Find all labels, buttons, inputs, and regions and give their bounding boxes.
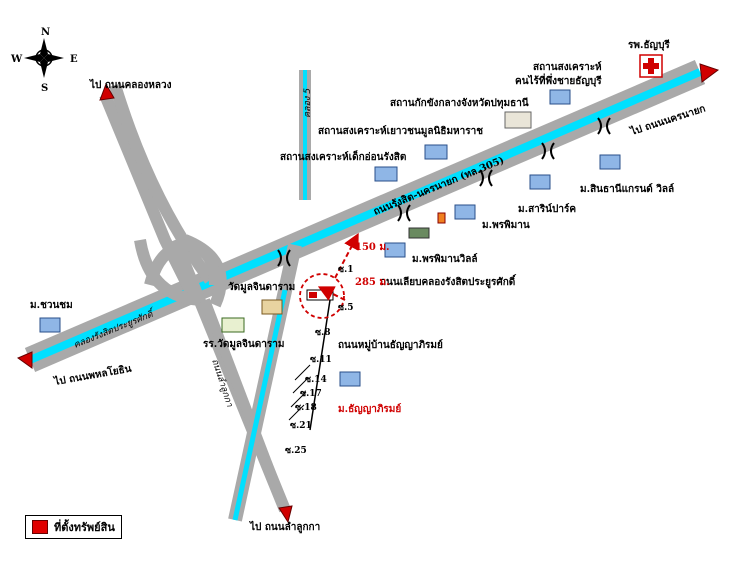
label-thanya-phirom: ม.ธัญญาภิรมย์ [338,403,401,415]
label-detention: สถานกักขังกลางจังหวัดปทุมธานี [390,97,529,109]
label-infant-welfare: สถานสงเคราะห์เด็กอ่อนรังสิต [280,149,406,163]
bridge-markers [277,117,611,267]
temple-icon [261,299,283,315]
arrow-north [99,82,115,101]
compass-n: N [41,27,50,38]
label-sinthani: ม.สินธานีแกรนด์ วิลล์ [580,183,674,195]
label-soi5: ซ.5 [338,303,354,313]
building-icon [549,89,571,105]
legend-label: ที่ตั้งทรัพย์สิน [54,521,115,534]
label-soi8: ซ.8 [315,328,331,338]
legend: ที่ตั้งทรัพย์สิน [25,515,122,539]
hospital-icon [639,54,663,78]
building-icon [504,111,532,129]
label-soi25: ซ.25 [285,446,307,456]
house-icon [384,242,406,258]
lam-luk-ka-road [169,237,302,522]
compass-s: S [41,83,48,94]
label-khlong5: คลอง 5 [303,88,313,118]
label-dist-150: 150 ม. [355,242,389,253]
label-dist-285: 285 ม. [355,277,389,288]
shop-icon [408,227,430,239]
label-soi18: ซ.18 [295,403,317,413]
arrow-south [278,505,293,524]
house-icon [39,317,61,333]
label-youth-welfare: สถานสงเคราะห์เยาวชนมูลนิธิมหาราช [318,125,483,138]
store-icon [437,212,446,224]
label-to-phahon: ไป ถนนพหลโยธิน [52,362,132,389]
label-chuanchom: ม.ชวนชม [30,300,73,311]
label-soi11: ซ.11 [310,355,332,365]
building-icons [39,89,621,387]
label-rangsit-nakhon-nayok-road: ถนนรังสิต-นครนายก (ทล.305) [372,154,506,218]
thanya-phirom-road [288,299,331,431]
label-soi14: ซ.14 [305,375,327,385]
arrow-west [16,351,33,369]
house-icon [454,204,476,220]
label-welfare-disabled-1: สถานสงเคราะห์ [533,61,602,73]
label-saripark: ม.สาริน์ปาร์ค [518,203,576,215]
legend-swatch [32,520,48,534]
label-wat-mun: วัดมูลจินดาราม [228,281,295,294]
label-hospital: รพ.ธัญบุรี [628,39,670,51]
school-icon [221,317,245,333]
distance-arrows [317,232,359,301]
label-soi17: ซ.17 [300,389,322,399]
label-phonphiman-ville: ม.พรพิมานวิลล์ [412,253,478,265]
label-soi1: ซ.1 [338,265,354,275]
label-to-khlong-luang: ไป ถนนคลองหลวง [89,78,172,91]
label-school-wat-mun: รร.วัดมูลจินดาราม [203,338,284,351]
house-icon [529,174,551,190]
compass-e: E [70,54,78,65]
interchange [99,83,227,308]
label-phonphiman: ม.พรพิมาน [482,219,530,231]
label-thanya-road: ถนนหมู่บ้านธัญญาภิรมย์ [338,339,443,352]
building-icon [374,166,398,182]
label-to-lam-luk-ka: ไป ถนนลำลูกกา [249,520,320,534]
house-icon [339,371,361,387]
label-welfare-disabled-2: คนไร้ที่พึ่งชายธัญบุรี [515,73,602,87]
building-icon [424,144,448,160]
label-parallel-road: ถนนเลียบคลองรังสิตประยูรศักดิ์ [380,274,517,289]
label-soi21: ซ.21 [290,421,312,431]
compass-icon: N S W E [10,27,78,94]
arrow-east [699,63,720,83]
house-icon [599,154,621,170]
direction-arrows [16,63,720,524]
compass-w: W [10,54,23,65]
main-road-rangsit-nakhon-nayok [24,60,706,372]
